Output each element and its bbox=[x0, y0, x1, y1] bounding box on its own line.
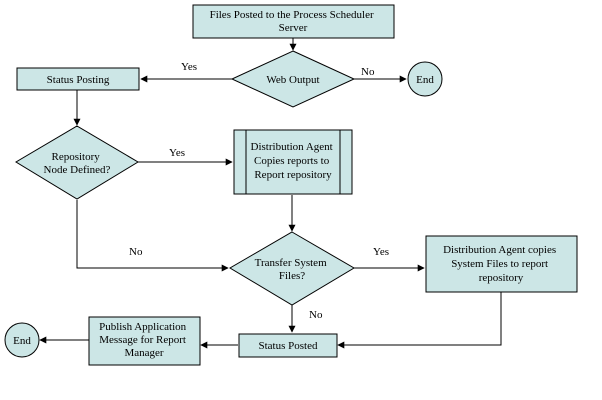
label-line: Copies reports to bbox=[254, 155, 330, 167]
label-line: Repository bbox=[51, 151, 100, 163]
node-dist-agent-files: Distribution Agent copies System Files t… bbox=[425, 235, 578, 293]
label-line: Distribution Agent copies bbox=[443, 244, 556, 256]
node-status-posting-label: Status Posting bbox=[47, 74, 110, 86]
node-end-top: End bbox=[407, 61, 443, 97]
node-status-posted: Status Posted bbox=[238, 333, 338, 358]
edge-repo-no bbox=[76, 200, 229, 272]
label-line: End bbox=[416, 74, 434, 86]
edge-files-agent-to-posted bbox=[337, 292, 502, 349]
label-line: Message for Report bbox=[99, 334, 186, 346]
edge-label-web-yes: Yes bbox=[181, 61, 197, 73]
label-line: Files Posted to the Process Scheduler bbox=[210, 9, 374, 21]
node-dist-agent-reports: Distribution Agent Copies reports to Rep… bbox=[233, 129, 353, 195]
node-publish-message: Publish Application Message for Report M… bbox=[88, 316, 201, 366]
node-repository-defined: Repository Node Defined? bbox=[15, 125, 139, 200]
label-line: Manager bbox=[124, 347, 163, 359]
label-line: Transfer System bbox=[255, 257, 327, 269]
label-line: Files? bbox=[279, 270, 305, 282]
label-line: End bbox=[13, 335, 31, 347]
node-transfer-files: Transfer System Files? bbox=[229, 231, 355, 306]
node-dist-agent-files-label: Distribution Agent copies System Files t… bbox=[443, 244, 559, 284]
edge-label-transfer-yes: Yes bbox=[373, 246, 389, 258]
connectors bbox=[39, 38, 502, 349]
node-end-bottom-label: End bbox=[13, 335, 31, 347]
node-files-posted: Files Posted to the Process Scheduler Se… bbox=[192, 4, 395, 39]
edge-label-repo-yes: Yes bbox=[169, 147, 185, 159]
label-line: Status Posting bbox=[47, 74, 110, 86]
label-line: Distribution Agent bbox=[251, 141, 333, 153]
node-publish-message-label: Publish Application Message for Report M… bbox=[99, 321, 189, 359]
label-line: System Files to report bbox=[451, 258, 548, 270]
label-line: Report repository bbox=[254, 169, 332, 181]
node-web-output-label: Web Output bbox=[266, 74, 319, 86]
label-line: Publish Application bbox=[99, 321, 187, 333]
node-status-posted-label: Status Posted bbox=[259, 340, 318, 352]
node-web-output: Web Output bbox=[230, 50, 356, 108]
node-repository-defined-label: Repository Node Defined? bbox=[44, 151, 111, 176]
node-files-posted-label: Files Posted to the Process Scheduler Se… bbox=[210, 9, 377, 34]
label-line: Node Defined? bbox=[44, 164, 111, 176]
edge-label-web-no: No bbox=[361, 66, 375, 78]
edge-label-transfer-no: No bbox=[309, 309, 323, 321]
label-line: repository bbox=[479, 272, 524, 284]
node-dist-agent-reports-label: Distribution Agent Copies reports to Rep… bbox=[251, 141, 336, 181]
node-end-top-label: End bbox=[416, 74, 434, 86]
label-line: Web Output bbox=[266, 74, 319, 86]
node-transfer-files-label: Transfer System Files? bbox=[255, 257, 330, 282]
node-end-bottom: End bbox=[4, 322, 40, 358]
node-status-posting: Status Posting bbox=[16, 67, 140, 91]
edge-label-repo-no: No bbox=[129, 246, 143, 258]
edge-labels: Yes No Yes No Yes No bbox=[129, 61, 389, 321]
label-line: Status Posted bbox=[259, 340, 318, 352]
label-line: Server bbox=[279, 22, 308, 34]
